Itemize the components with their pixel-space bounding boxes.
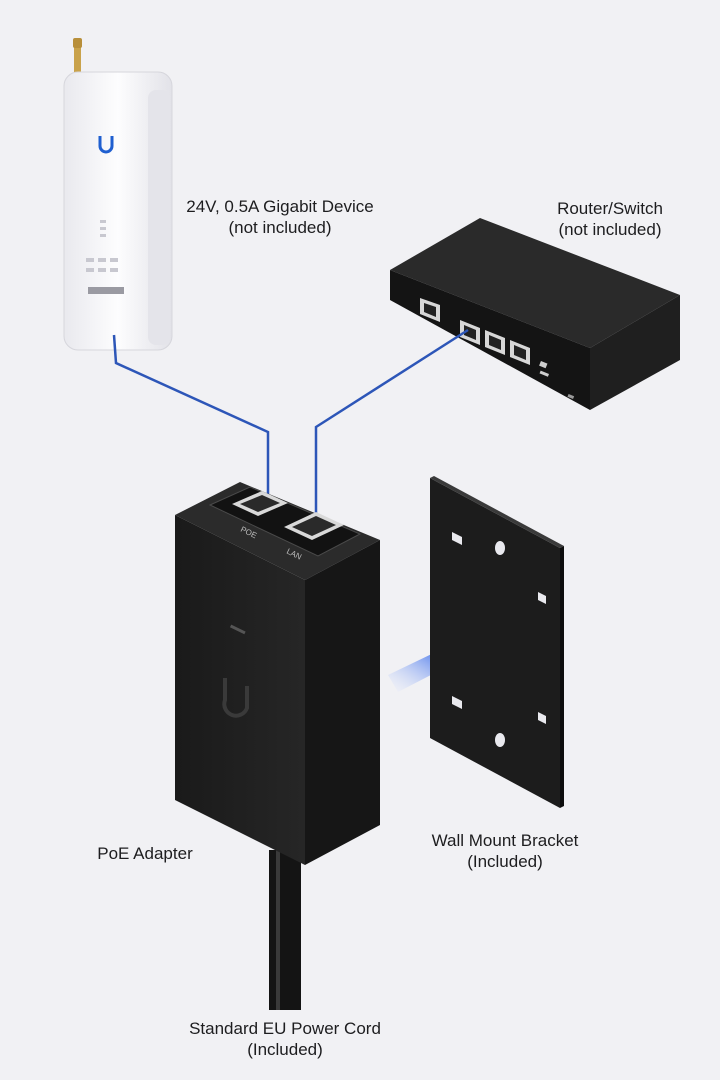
router-caption-title: Router/Switch (557, 199, 663, 218)
device-caption-title: 24V, 0.5A Gigabit Device (186, 197, 374, 216)
ubiquiti-logo-icon (222, 678, 249, 718)
bracket-caption-note: (Included) (467, 852, 543, 871)
rj45-port-icon (420, 298, 440, 322)
rj45-port-icon (284, 512, 344, 540)
bracket-caption: Wall Mount Bracket (Included) (405, 830, 605, 872)
device-caption: 24V, 0.5A Gigabit Device (not included) (170, 196, 390, 238)
rj45-port-icon (232, 491, 288, 516)
cable-to-router (314, 328, 469, 525)
power-cord (269, 850, 301, 1010)
router-switch (390, 218, 680, 410)
router-caption-note: (not included) (558, 220, 662, 239)
poe-adapter-caption: PoE Adapter (70, 843, 220, 864)
cable-to-device (112, 334, 270, 520)
device-model-badge (88, 287, 124, 294)
power-cord-caption-note: (Included) (247, 1040, 323, 1059)
bracket-caption-title: Wall Mount Bracket (431, 831, 579, 850)
poe-adapter-caption-title: PoE Adapter (97, 844, 193, 863)
ubiquiti-logo-icon (98, 136, 114, 154)
led-indicator (229, 624, 246, 635)
poe-adapter: POE LAN (175, 482, 380, 865)
rj45-port-icon (485, 330, 505, 355)
rj45-port-icon (460, 320, 480, 345)
wall-mount-bracket (430, 476, 564, 808)
status-leds (86, 220, 118, 272)
power-cord-caption-title: Standard EU Power Cord (189, 1019, 381, 1038)
rj45-port-icon (510, 340, 530, 365)
router-caption: Router/Switch (not included) (530, 198, 690, 240)
gigabit-device (63, 38, 173, 351)
device-caption-note: (not included) (228, 218, 332, 237)
device-body (63, 71, 173, 351)
power-cord-caption: Standard EU Power Cord (Included) (170, 1018, 400, 1060)
